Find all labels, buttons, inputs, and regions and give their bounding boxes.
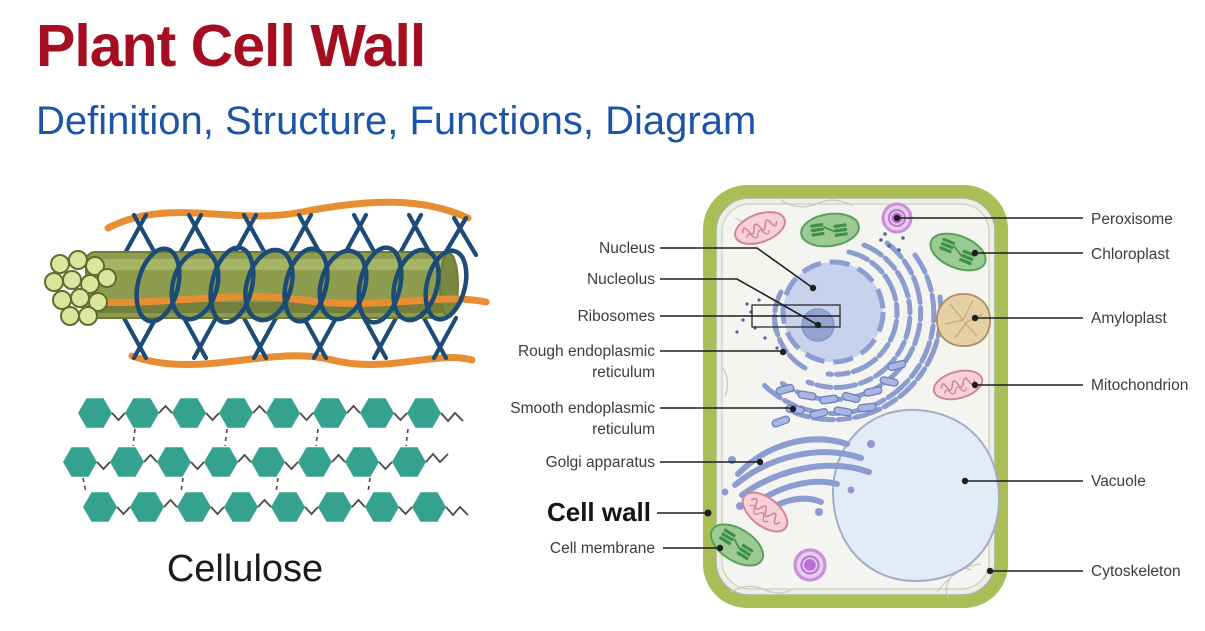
cellulose-fiber-illustration xyxy=(44,198,490,522)
hydrogen-bonds xyxy=(82,428,409,493)
label-nucleus: Nucleus xyxy=(599,240,655,257)
label-rough-er-line2: reticulum xyxy=(592,364,655,381)
label-amyloplast: Amyloplast xyxy=(1091,310,1167,327)
label-vacuole: Vacuole xyxy=(1091,473,1146,490)
peroxisome-bottom xyxy=(793,548,827,582)
label-peroxisome: Peroxisome xyxy=(1091,211,1173,228)
label-cell-wall: Cell wall xyxy=(547,497,651,527)
label-smooth-er-line1: Smooth endoplasmic xyxy=(510,400,655,417)
glycosidic-links xyxy=(96,404,469,517)
amyloplast-shape xyxy=(936,293,991,347)
label-chloroplast: Chloroplast xyxy=(1091,246,1170,263)
pointer-lines xyxy=(657,214,1083,575)
ribosome-specks xyxy=(735,226,905,350)
cellulose-molecule-chains xyxy=(63,398,469,522)
glucose-chain-row-2 xyxy=(63,447,426,477)
page-subtitle: Definition, Structure, Functions, Diagra… xyxy=(36,99,757,143)
label-mitochondrion: Mitochondrion xyxy=(1091,377,1188,394)
cellulose-caption: Cellulose xyxy=(166,548,324,590)
crosslink-zigzags-bottom xyxy=(121,315,459,361)
label-nucleolus: Nucleolus xyxy=(587,271,655,288)
plant-cell-diagram: Nucleus Nucleolus Ribosomes Rough endopl… xyxy=(510,185,1188,608)
label-smooth-er-line2: reticulum xyxy=(592,421,655,438)
crosslink-zigzags-top xyxy=(121,212,479,258)
label-rough-er-line1: Rough endoplasmic xyxy=(518,343,655,360)
fibril-bundle-end xyxy=(44,250,117,326)
glucose-chain-row-1 xyxy=(78,398,441,428)
label-golgi: Golgi apparatus xyxy=(546,454,656,471)
label-cytoskeleton: Cytoskeleton xyxy=(1091,563,1181,580)
label-cell-membrane: Cell membrane xyxy=(550,540,655,557)
label-ribosomes: Ribosomes xyxy=(577,308,655,325)
cellulose-coil-wraps xyxy=(134,245,469,325)
pointer-nucleolus xyxy=(660,278,819,326)
glucose-chain-row-3 xyxy=(83,492,446,522)
page-title: Plant Cell Wall xyxy=(36,13,426,79)
right-labels: Peroxisome Chloroplast Amyloplast Mitoch… xyxy=(1091,211,1188,580)
vacuole-shape xyxy=(831,408,1001,583)
pointer-nucleus xyxy=(660,247,814,289)
left-labels: Nucleus Nucleolus Ribosomes Rough endopl… xyxy=(510,240,655,557)
